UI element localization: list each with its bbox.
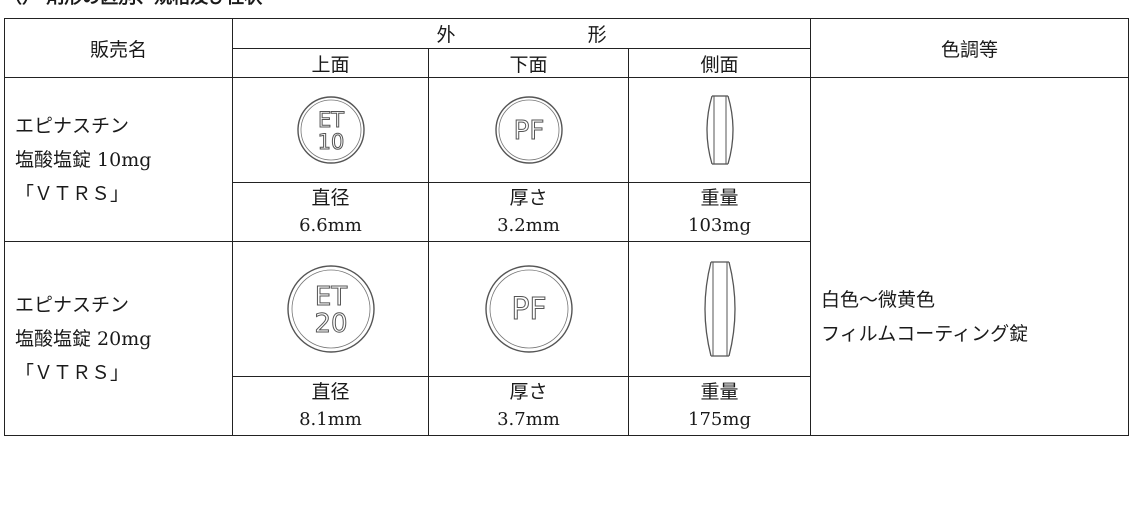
tablet-side-10-icon (705, 95, 734, 165)
thickness-label: 厚さ (509, 381, 548, 403)
header-side: 側面 (627, 48, 812, 78)
product-1-thickness: 厚さ 3.2mm (428, 182, 629, 242)
color-description: 白色～微黄色 フィルムコーティング錠 (810, 77, 1130, 436)
color-line2: フィルムコーティング錠 (821, 322, 1029, 345)
header-row-1: 販売名 外 形 色調等 (4, 18, 1130, 78)
product-2-dims-row: 直径 8.1mm 厚さ 3.7mm 重量 175mg (5, 376, 1129, 436)
product-1-shape-row: エピナスチン 塩酸塩錠 10mg 「ＶＴＲＳ」 ET 10 PF (4, 77, 1130, 436)
product-1-name: エピナスチン 塩酸塩錠 10mg 「ＶＴＲＳ」 (4, 77, 233, 242)
product-2-bottom-view: PF (428, 241, 629, 377)
weight-label: 重量 (700, 381, 739, 403)
tablet-bottom-10-icon: PF (494, 96, 563, 164)
header-appearance-left: 外 (436, 24, 456, 46)
product-1-name-line1: エピナスチン (15, 114, 130, 137)
diameter-label: 直径 (311, 187, 350, 209)
weight-label: 重量 (700, 187, 739, 209)
product-1-weight: 重量 103mg (627, 182, 812, 242)
product-1-side-view (627, 77, 812, 183)
bottom-mark: PF (513, 116, 544, 146)
tablet-top-20-icon: ET 20 (286, 265, 375, 353)
diameter-value: 6.6mm (299, 215, 362, 236)
product-1-name-line2: 塩酸塩錠 10mg (15, 148, 152, 171)
header-color: 色調等 (810, 18, 1130, 78)
tablet-top-10-icon: ET 10 (296, 96, 365, 164)
header-appearance-right: 形 (587, 24, 607, 46)
top-mark-line1: ET (314, 282, 346, 312)
top-mark-line2: 20 (314, 309, 347, 339)
diameter-value: 8.1mm (299, 409, 362, 430)
header-appearance: 外 形 (231, 18, 812, 49)
thickness-label: 厚さ (509, 187, 548, 209)
product-2-weight: 重量 175mg (627, 376, 812, 436)
product-2-diameter: 直径 8.1mm (232, 376, 429, 436)
thickness-value: 3.7mm (497, 409, 560, 430)
product-2-name-line2: 塩酸塩錠 20mg (15, 327, 152, 350)
color-line1: 白色～微黄色 (821, 288, 936, 311)
weight-value: 103mg (688, 215, 751, 236)
top-mark-line2: 10 (317, 130, 344, 154)
weight-value: 175mg (688, 409, 751, 430)
header-row-2: 上面 下面 側面 (5, 48, 1129, 78)
header-name: 販売名 (4, 18, 233, 78)
tablet-side-20-icon (703, 261, 736, 357)
product-2-name-line3: 「ＶＴＲＳ」 (15, 361, 130, 384)
product-2-name-line1: エピナスチン (15, 293, 130, 316)
product-1-dims-row: 直径 6.6mm 厚さ 3.2mm 重量 103mg (5, 182, 1129, 242)
product-1-diameter: 直径 6.6mm (232, 182, 429, 242)
bottom-mark: PF (511, 292, 546, 327)
product-2-top-view: ET 20 (232, 241, 429, 377)
thickness-value: 3.2mm (497, 215, 560, 236)
product-1-top-view: ET 10 (232, 77, 429, 183)
product-2-name: エピナスチン 塩酸塩錠 20mg 「ＶＴＲＳ」 (4, 241, 233, 436)
tablet-bottom-20-icon: PF (484, 265, 573, 353)
product-2-side-view (627, 241, 812, 377)
top-mark-line1: ET (317, 108, 343, 132)
header-bottom: 下面 (428, 48, 629, 78)
section-heading: （） 剤形の区別、規格及び性状 (4, 0, 262, 9)
product-1-name-line3: 「ＶＴＲＳ」 (15, 182, 130, 205)
header-top: 上面 (232, 48, 429, 78)
product-2-thickness: 厚さ 3.7mm (428, 376, 629, 436)
product-1-bottom-view: PF (428, 77, 629, 183)
tablet-spec-table: 販売名 外 形 色調等 上面 下面 側面 エピナスチン 塩酸塩錠 10mg 「Ｖ… (4, 18, 1130, 436)
diameter-label: 直径 (311, 381, 350, 403)
